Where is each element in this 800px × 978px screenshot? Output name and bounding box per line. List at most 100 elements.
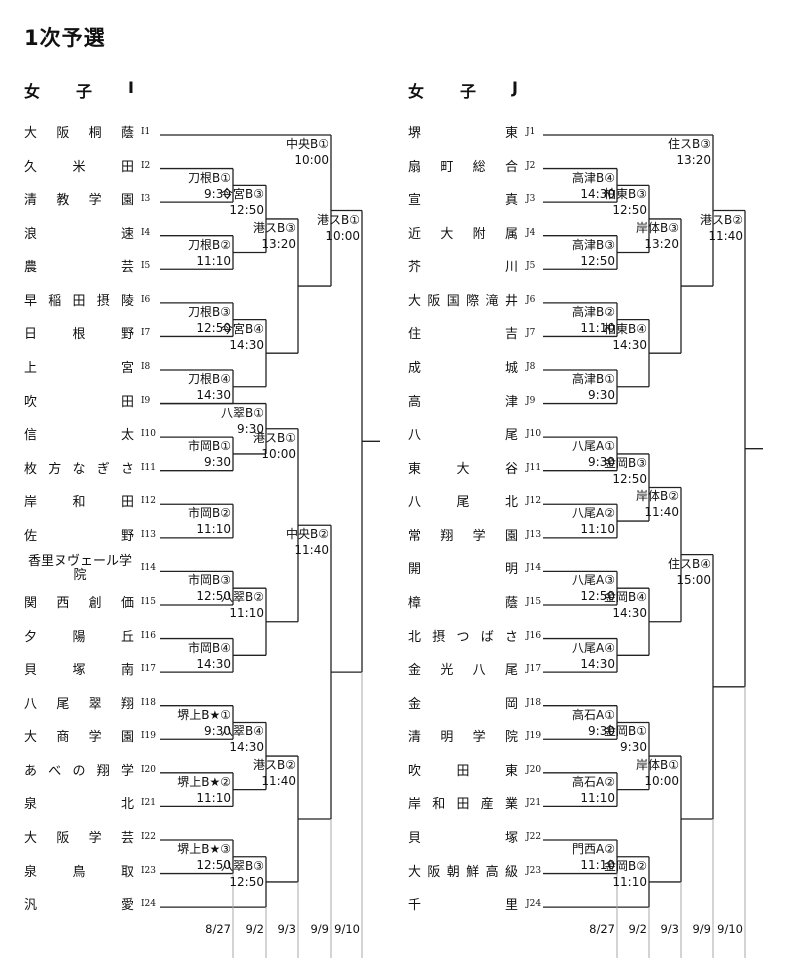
team-name-char: 附: [472, 226, 486, 242]
match-venue: 八尾A①: [572, 439, 615, 454]
seed-label: I13: [141, 529, 157, 540]
team-name-char: 大: [24, 126, 38, 141]
team-name-char: 創: [88, 595, 102, 611]
team-name-char: な: [72, 461, 86, 477]
match-time: 12:50: [580, 253, 615, 268]
seed-label: J9: [526, 395, 536, 406]
seed-label: J21: [526, 798, 542, 809]
page-title: 1次予選: [24, 26, 106, 50]
team-name-char: 早: [24, 293, 38, 309]
match-time: 11:10: [612, 874, 647, 889]
seed-label: I19: [141, 731, 157, 742]
match-time: 13:20: [676, 153, 711, 167]
seed-label: J2: [526, 160, 536, 171]
team-name: 堺東: [408, 125, 518, 143]
team-name: 大阪国際滝井: [408, 293, 518, 311]
team-name-char: 農: [24, 260, 38, 276]
round-date: 9/10: [334, 922, 360, 936]
title-char: 子: [76, 82, 93, 101]
match-venue: 岸体B③: [636, 220, 679, 235]
team-name-char: 尾: [504, 428, 518, 444]
seed-label: J3: [526, 194, 536, 205]
seed-label: J23: [526, 865, 542, 876]
match-venue: 金岡B②: [604, 858, 647, 873]
team-name-char: 塚: [72, 663, 86, 679]
team-name-char: 枚: [24, 461, 38, 477]
team-name-char: 住: [408, 327, 422, 343]
team-name: 久米田: [24, 159, 134, 177]
team-name-char: 金: [408, 696, 422, 712]
match-time: 11:40: [644, 505, 679, 520]
team-name: 宣真: [408, 192, 518, 210]
team-name: 高津: [408, 394, 518, 412]
match-time: 14:30: [196, 387, 231, 402]
match-venue: 堺上B★①: [177, 707, 231, 722]
round-date: 9/3: [660, 922, 679, 936]
match-time: 11:10: [229, 606, 264, 621]
team-name: 泉鳥取: [24, 864, 134, 882]
team-name-char: 愛: [120, 898, 134, 914]
team-name: 早稲田摂陵: [24, 293, 134, 311]
team-name-char: つ: [456, 629, 470, 645]
team-name-char: 摂: [96, 293, 110, 309]
team-name-char: 翔: [440, 528, 454, 544]
team-name-char: 清: [24, 193, 38, 209]
team-name: 農芸: [24, 259, 134, 277]
seed-label: I5: [141, 261, 151, 272]
team-name-char: 米: [72, 159, 86, 175]
seed-label: I4: [141, 227, 151, 238]
team-name-char: 教: [56, 193, 70, 209]
team-name-char: 田: [120, 495, 134, 511]
match-venue: 八翠B②: [221, 590, 264, 605]
team-name-char: 八: [408, 495, 422, 511]
team-name-char: 近: [408, 226, 422, 242]
team-name-char: 泉: [24, 864, 38, 880]
match-venue: 高津B②: [572, 304, 615, 319]
team-name: 浪速: [24, 226, 134, 244]
team-name-char: 八: [472, 663, 486, 679]
team-name-char: 太: [120, 428, 134, 444]
team-name: あべの翔学: [24, 763, 134, 781]
match-time: 14:30: [580, 656, 615, 671]
seed-label: I15: [141, 596, 157, 607]
team-name-char: 翔: [120, 696, 134, 712]
match-venue: 港スB②: [700, 212, 743, 227]
team-name: 芥川: [408, 259, 518, 277]
seed-label: J8: [526, 361, 536, 372]
match-time: 12:50: [612, 203, 647, 218]
seed-label: I9: [141, 395, 151, 406]
team-name-char: 貝: [408, 830, 422, 846]
team-name-char: 業: [504, 797, 518, 813]
team-name-char: 芸: [120, 830, 134, 846]
team-name-char: 級: [504, 864, 518, 880]
team-name-char: 里: [504, 898, 518, 914]
match-venue: 港スB①: [317, 212, 360, 227]
match-time: 10:00: [261, 446, 296, 461]
match-venue: 八尾A②: [572, 506, 615, 521]
team-name-char: 商: [56, 730, 70, 746]
round-date: 9/9: [692, 922, 711, 936]
team-name-char: 南: [120, 663, 134, 679]
match-time: 12:50: [580, 589, 615, 604]
team-name: 常翔学園: [408, 528, 518, 546]
match-venue: 市岡B④: [188, 640, 231, 655]
match-time: 9:30: [588, 387, 615, 402]
title-char: I: [128, 78, 134, 97]
team-name: 上宮: [24, 360, 134, 378]
team-name-char: 翠: [88, 696, 102, 712]
match-venue: 柏東B④: [604, 321, 647, 336]
match-time: 10:00: [325, 228, 360, 243]
team-name-char: 宮: [120, 360, 134, 376]
team-name-char: 田: [456, 763, 470, 779]
team-name-char: 翔: [96, 763, 110, 779]
seed-label: J14: [526, 563, 542, 574]
team-name-char: 扇: [408, 159, 422, 175]
team-name-char: 明: [440, 730, 454, 746]
team-name: 金岡: [408, 696, 518, 714]
team-name: 住吉: [408, 326, 518, 344]
match-venue: 岸体B①: [636, 758, 679, 773]
team-name-char: 価: [120, 595, 134, 611]
seed-label: J11: [526, 462, 542, 473]
match-time: 14:30: [196, 656, 231, 671]
match-time: 9:30: [204, 455, 231, 470]
